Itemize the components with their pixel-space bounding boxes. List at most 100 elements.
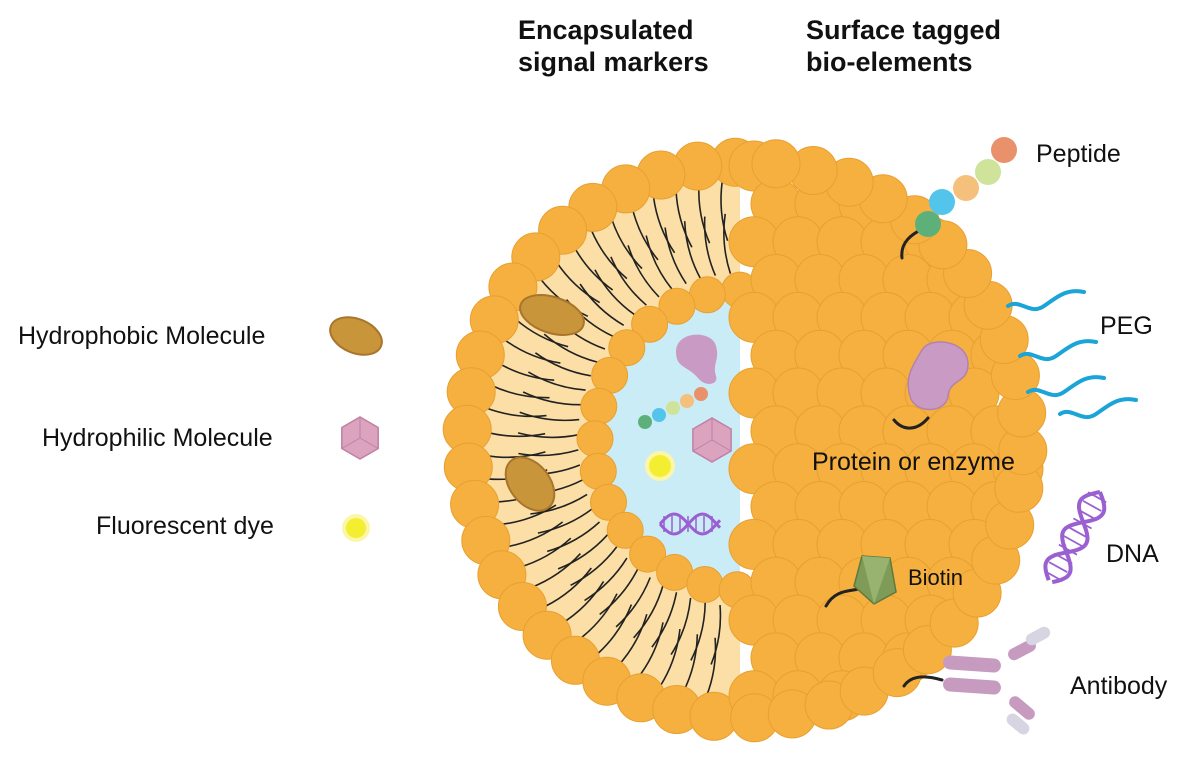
lipid-tail [557,534,609,570]
hydrophilic-molecule-facet [692,439,713,452]
surface-dna-rung [1058,543,1078,556]
antibody-arm [1008,639,1036,661]
peg-chain [1026,375,1106,398]
surface-header-line2: bio-elements [806,47,973,77]
lipid-tail [651,592,678,648]
lipid-tail [514,318,569,348]
antibody-heavy-chain [943,655,1001,673]
lipid-tail [599,567,639,616]
encapsulated-header-line1: Encapsulated [518,15,694,45]
surface-header: Surface tagged bio-elements [806,14,1001,78]
lipid-tail [527,371,586,391]
peptide-label: Peptide [1036,140,1121,168]
lipid-head-inner [658,287,696,325]
lipid-tail [723,213,732,274]
surface-dna-rung [1077,508,1097,521]
hydrophobic-molecule-icon [329,316,383,356]
encapsulated-peptide-bead [652,408,666,422]
surface-dna-strand [1051,491,1107,585]
lipid-head-inner [631,305,669,343]
surface-protein [907,341,969,411]
lipid-tail [537,507,594,534]
peptide-bead [991,137,1017,163]
lipid-tail [690,602,706,661]
lipid-tail [534,352,591,377]
antibody-tether [902,675,944,688]
encapsulated-dna-strand [658,512,722,536]
lipid-tail [555,260,601,304]
lipid-tail [543,333,598,363]
lipid-head-inner [608,329,646,367]
lipid-tail [659,629,681,687]
lipid-tail [615,577,651,628]
surface-dna-rung [1053,552,1073,565]
encapsulated-peptide-bead [638,415,652,429]
lipid-tail [610,216,643,270]
biotin-facet [862,556,890,604]
antibody-light-chain [1025,626,1051,646]
surface-dna-rung [1072,517,1093,530]
lipid-tail [637,622,664,678]
hydrophilic-molecule-facet [341,437,361,449]
antibody-heavy-chain [943,677,1001,695]
surface-dna-rung [1063,535,1083,547]
lipid-tail [522,391,582,406]
peg-chain [1018,339,1098,362]
encapsulated-peptide-bead [666,401,680,415]
lipid-tail [530,493,588,515]
lipid-tail [546,521,601,553]
fluorescent-dye [649,455,671,477]
lipid-tail [645,235,673,291]
encapsulated-peptide-bead [680,394,694,408]
lipid-tail [570,546,618,587]
encapsulated-protein [676,334,718,384]
lipid-tail [579,283,625,326]
peptide-bead [915,211,941,237]
lipid-tail [683,221,702,280]
lipid-tail [486,407,547,418]
lipid-tail [544,567,592,608]
antibody-label: Antibody [1070,672,1168,700]
lipid-tail [710,605,722,665]
lipid-tail [499,504,557,526]
peg-label: PEG [1100,312,1153,340]
lipid-tail [610,256,647,306]
legend-hydrophobic-label: Hydrophobic Molecule [18,322,266,350]
lipid-head-outer [751,139,801,189]
surface-dna-rung [1068,526,1088,539]
hydrophilic-molecule-facet [711,439,732,452]
encapsulated-dna-strand [658,512,722,536]
lipid-tail [652,196,676,254]
lipid-tail [596,604,633,655]
peg-chain [1006,289,1086,312]
lipid-head-inner [590,483,627,521]
biotin-label: Biotin [908,565,964,590]
peptide-bead [929,189,955,215]
surface-dna-rung [1087,491,1107,504]
lipid-head-inner [686,566,724,603]
lipid-tail [590,229,628,280]
lipid-head-inner [579,452,617,490]
hydrophobic-molecule [504,456,556,512]
legend-hydrophilic-label: Hydrophilic Molecule [42,424,273,452]
surface-dna-rung [1048,561,1068,573]
protein-tether [892,416,930,430]
peg-chain [1058,397,1138,420]
encapsulated-header: Encapsulated signal markers [518,14,709,78]
surface-dna-strand [1043,490,1101,581]
protein-label: Protein or enzyme [812,448,1015,476]
lipid-tail [490,384,550,399]
peptide-bead [953,175,979,201]
lipid-head-inner [629,535,667,573]
lipid-tail [675,189,693,248]
peptide-bead [975,159,1001,185]
fluorescent-dye-icon [346,518,366,538]
lipid-tail [530,553,581,589]
surface-header-line1: Surface tagged [806,15,1002,45]
lipid-head-inner [580,387,618,425]
lipid-tail [518,449,579,457]
hydrophilic-molecule-facet [359,437,379,449]
lipid-tail [519,411,580,422]
